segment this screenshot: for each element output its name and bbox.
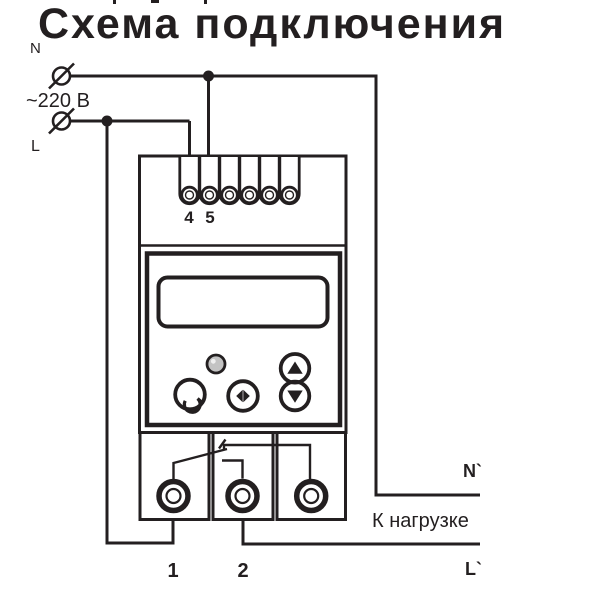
junction-dot-neutral: [203, 70, 214, 82]
terminal-clamp: [238, 157, 261, 206]
label-terminal-1: 1: [167, 560, 179, 582]
down-triangle-icon: [287, 390, 303, 403]
label-to-load: К нагрузке: [372, 510, 469, 532]
reset-button: [173, 377, 207, 414]
left-right-arrows-icon: [236, 389, 250, 403]
bottom-terminal-circle: [156, 478, 329, 514]
status-led-icon: [205, 353, 227, 375]
cropped-text-fragment: [113, 0, 116, 4]
label-voltage: ~220 В: [26, 90, 90, 112]
junction-dot-line: [101, 115, 113, 127]
wire-load-output: [241, 519, 480, 546]
cropped-text-fragment: [151, 0, 159, 3]
select-button: [226, 379, 260, 413]
terminal-clamp: [178, 157, 201, 206]
label-terminal-2: 2: [237, 560, 249, 582]
terminal-clamp: [218, 157, 241, 206]
down-button: [278, 379, 312, 413]
top-terminal-clamps: [178, 157, 301, 206]
label-neutral-out: N`: [463, 461, 482, 481]
lcd-display: [156, 275, 330, 329]
label-neutral-in: N: [30, 40, 41, 57]
page-title: Схема подключения: [38, 0, 507, 48]
label-line-in: L: [31, 138, 40, 155]
terminal-clamp: [278, 157, 301, 206]
label-terminal-4: 4: [184, 208, 194, 227]
relay-contact-symbol: [172, 438, 312, 479]
label-terminal-5: 5: [205, 208, 215, 227]
terminal-clamp: [258, 157, 281, 206]
label-line-out: L`: [465, 559, 482, 579]
up-triangle-icon: [287, 361, 303, 374]
rotate-arc-icon: [182, 397, 203, 414]
cropped-text-fragment: [204, 0, 207, 4]
terminal-clamp: [198, 157, 221, 206]
